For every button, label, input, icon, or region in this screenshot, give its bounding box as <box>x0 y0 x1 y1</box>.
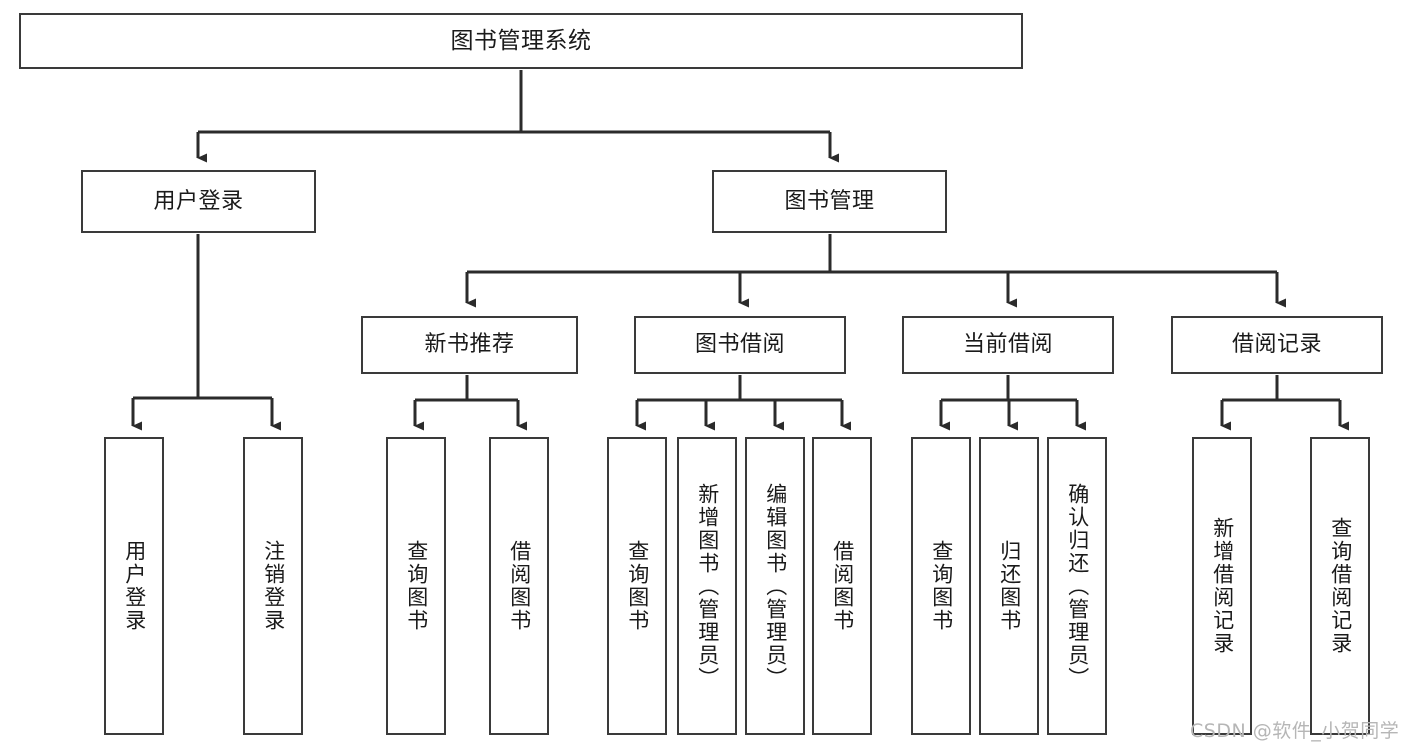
node-user-login[interactable]: 用户登录 <box>81 170 316 233</box>
leaf-return-book[interactable]: 归还图书 <box>979 437 1039 735</box>
node-label: 编辑图书（管理员） <box>763 482 788 690</box>
node-label: 当前借阅 <box>962 332 1053 358</box>
leaf-query-book-recommendation[interactable]: 查询图书 <box>386 437 446 735</box>
leaf-user-login[interactable]: 用户登录 <box>104 437 164 735</box>
leaf-logout[interactable]: 注销登录 <box>243 437 303 735</box>
node-current-borrowing[interactable]: 当前借阅 <box>902 316 1114 374</box>
node-book-management[interactable]: 图书管理 <box>712 170 947 233</box>
leaf-borrow-book-recommendation[interactable]: 借阅图书 <box>489 437 549 735</box>
node-label: 注销登录 <box>261 540 286 632</box>
leaf-add-book-admin[interactable]: 新增图书（管理员） <box>677 437 737 735</box>
node-label: 图书管理 <box>784 188 875 214</box>
node-label: 借阅图书 <box>830 540 855 632</box>
node-label: 查询图书 <box>404 540 429 632</box>
leaf-query-book-current[interactable]: 查询图书 <box>911 437 971 735</box>
node-label: 借阅记录 <box>1231 332 1322 358</box>
node-label: 图书管理系统 <box>450 27 592 54</box>
node-label: 查询图书 <box>625 540 650 632</box>
leaf-add-borrowing-record[interactable]: 新增借阅记录 <box>1192 437 1252 735</box>
leaf-query-book-borrowing[interactable]: 查询图书 <box>607 437 667 735</box>
node-label: 用户登录 <box>153 188 244 214</box>
node-label: 归还图书 <box>997 540 1022 632</box>
node-label: 借阅图书 <box>507 540 532 632</box>
node-label: 确认归还（管理员） <box>1065 482 1090 690</box>
node-label: 图书借阅 <box>694 332 785 358</box>
node-borrowing-record[interactable]: 借阅记录 <box>1171 316 1383 374</box>
leaf-edit-book-admin[interactable]: 编辑图书（管理员） <box>745 437 805 735</box>
node-root-book-management-system[interactable]: 图书管理系统 <box>19 13 1023 69</box>
node-new-book-recommendation[interactable]: 新书推荐 <box>361 316 578 374</box>
node-label: 新增图书（管理员） <box>695 482 720 690</box>
node-label: 新书推荐 <box>424 332 515 358</box>
node-label: 查询借阅记录 <box>1328 517 1353 655</box>
leaf-query-borrowing-record[interactable]: 查询借阅记录 <box>1310 437 1370 735</box>
node-label: 新增借阅记录 <box>1210 517 1235 655</box>
node-book-borrowing[interactable]: 图书借阅 <box>634 316 846 374</box>
leaf-borrow-book-borrowing[interactable]: 借阅图书 <box>812 437 872 735</box>
leaf-confirm-return-admin[interactable]: 确认归还（管理员） <box>1047 437 1107 735</box>
node-label: 查询图书 <box>929 540 954 632</box>
node-label: 用户登录 <box>122 540 147 632</box>
